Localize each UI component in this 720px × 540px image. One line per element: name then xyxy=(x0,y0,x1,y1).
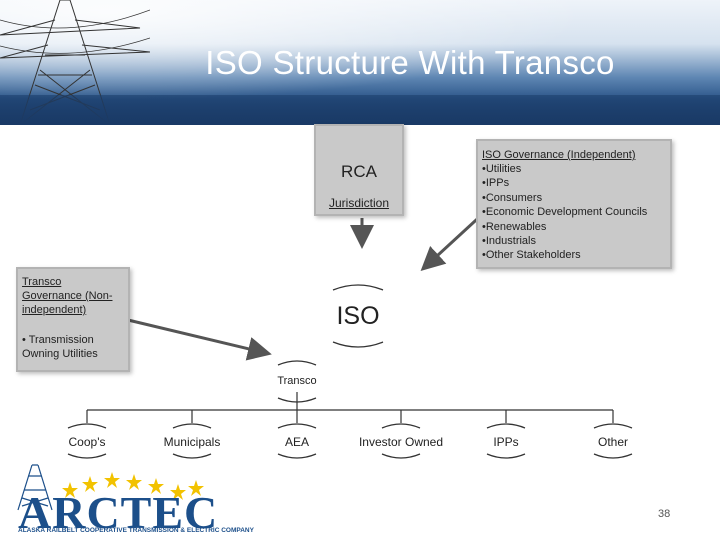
org-tree-lines xyxy=(87,392,613,423)
rca-box: RCA Jurisdiction xyxy=(314,124,404,216)
transco-gov-item: • Transmission xyxy=(22,334,94,346)
iso-gov-item: •Utilities xyxy=(482,163,521,175)
iso-gov-item: •Renewables xyxy=(482,221,546,233)
transco-gov-heading-line: independent) xyxy=(22,304,86,316)
member-node-label: Other xyxy=(563,435,663,449)
transcogov-to-transco-arrow xyxy=(128,320,266,353)
iso-governance-box: ISO Governance (Independent) •Utilities … xyxy=(476,139,672,269)
transco-gov-heading-line: Transco xyxy=(22,276,61,288)
iso-node-label: ISO xyxy=(318,302,398,331)
page-number: 38 xyxy=(658,508,670,520)
member-node-label: Coop's xyxy=(37,435,137,449)
iso-gov-item: •Economic Development Councils xyxy=(482,206,647,218)
member-node-label: IPPs xyxy=(456,435,556,449)
transco-gov-item: Owning Utilities xyxy=(22,348,98,360)
iso-gov-item: •IPPs xyxy=(482,177,509,189)
iso-gov-item: •Consumers xyxy=(482,192,542,204)
member-node-label: AEA xyxy=(247,435,347,449)
iso-gov-item: •Industrials xyxy=(482,235,536,247)
iso-gov-heading: ISO Governance (Independent) xyxy=(482,149,635,161)
logo-subtitle: ALASKA RAILBELT COOPERATIVE TRANSMISSION… xyxy=(18,527,254,534)
transco-governance-box: Transco Governance (Non- independent) • … xyxy=(16,267,130,372)
transco-gov-heading-line: Governance (Non- xyxy=(22,290,113,302)
rca-jurisdiction: Jurisdiction xyxy=(314,196,404,210)
iso-gov-item: •Other Stakeholders xyxy=(482,249,581,261)
member-node-label: Investor Owned xyxy=(341,435,461,449)
rca-label: RCA xyxy=(314,162,404,182)
member-node-label: Municipals xyxy=(142,435,242,449)
transco-node-label: Transco xyxy=(262,375,332,387)
